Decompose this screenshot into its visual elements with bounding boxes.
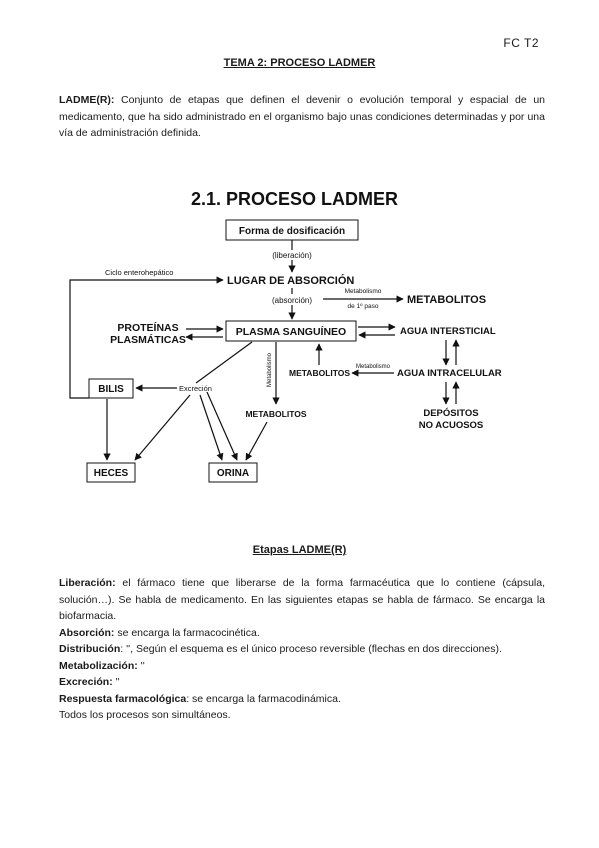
stage-respuesta: Respuesta farmacológica: se encarga la f… (59, 692, 341, 705)
node-orina: ORINA (217, 468, 249, 479)
document-code: FC T2 (503, 36, 539, 50)
intro-term: LADME(R): (59, 94, 115, 106)
box-bilis (88, 378, 134, 399)
node-metabolitos-mid: METABOLITOS (289, 368, 350, 378)
node-lugar: LUGAR DE ABSORCIÓN (227, 274, 354, 287)
stage-metabolizacion: Metabolización: '' (59, 659, 145, 672)
arrow-excrecion-heces (134, 394, 191, 461)
arrow-ciclo (69, 276, 224, 399)
label-metabolismo-s: Metabolismo (356, 364, 391, 370)
arrow-metab-orina (245, 421, 268, 461)
label-absorcion: (absorción) (272, 296, 312, 305)
diagram-title: 2.1. PROCESO LADMER (191, 189, 398, 209)
box-orina (208, 462, 258, 483)
stages-note: Todos los procesos son simultáneos. (59, 709, 231, 721)
node-agua-int: AGUA INTERSTICIAL (400, 326, 496, 337)
node-proteinas-1: PROTEÍNAS (117, 321, 178, 334)
intro-paragraph: LADME(R): Conjunto de etapas que definen… (59, 92, 545, 142)
label-excrecion: Excreción (179, 384, 212, 393)
node-bilis: BILIS (98, 384, 124, 395)
arrow-excrecion-orina-2 (206, 391, 238, 461)
label-ciclo: Ciclo enterohepático (105, 268, 173, 277)
stage-excrecion: Excreción: '' (59, 676, 120, 688)
document-title: TEMA 2: PROCESO LADMER (223, 57, 376, 69)
label-metabolismo-v: Metabolismo (267, 352, 273, 387)
box-plasma (225, 320, 357, 342)
label-liberacion: (liberación) (272, 251, 312, 260)
node-metabolitos-low: METABOLITOS (245, 409, 306, 419)
node-proteinas-2: PLASMÁTICAS (110, 333, 186, 346)
ladmer-diagram: 2.1. PROCESO LADMER Forma de dosificació… (69, 189, 502, 483)
node-agua-intra: AGUA INTRACELULAR (397, 368, 502, 379)
arrow-plasma-excrecion (195, 341, 253, 384)
node-plasma: PLASMA SANGUÍNEO (236, 325, 346, 338)
stage-absorcion: Absorción: se encarga la farmacocinética… (59, 626, 260, 639)
node-forma: Forma de dosificación (239, 226, 345, 237)
label-metabolismo-1: Metabolismo (345, 288, 382, 295)
label-metabolismo-2: de 1º paso (348, 303, 379, 310)
node-depositos-2: NO ACUOSOS (419, 420, 484, 431)
stage-distribucion: Distribución: '', Según el esquema es el… (59, 643, 502, 655)
intro-text: Conjunto de etapas que definen el deveni… (59, 94, 545, 139)
stages-list: Liberación: el fármaco tiene que liberar… (59, 575, 545, 724)
node-heces: HECES (94, 468, 129, 479)
box-heces (86, 462, 136, 483)
node-metabolitos-top: METABOLITOS (407, 294, 486, 306)
node-depositos-1: DEPÓSITOS (423, 407, 478, 419)
arrow-excrecion-orina (199, 394, 224, 461)
stage-liberacion: Liberación: el fármaco tiene que liberar… (59, 577, 545, 622)
stages-title: Etapas LADME(R) (252, 544, 347, 556)
